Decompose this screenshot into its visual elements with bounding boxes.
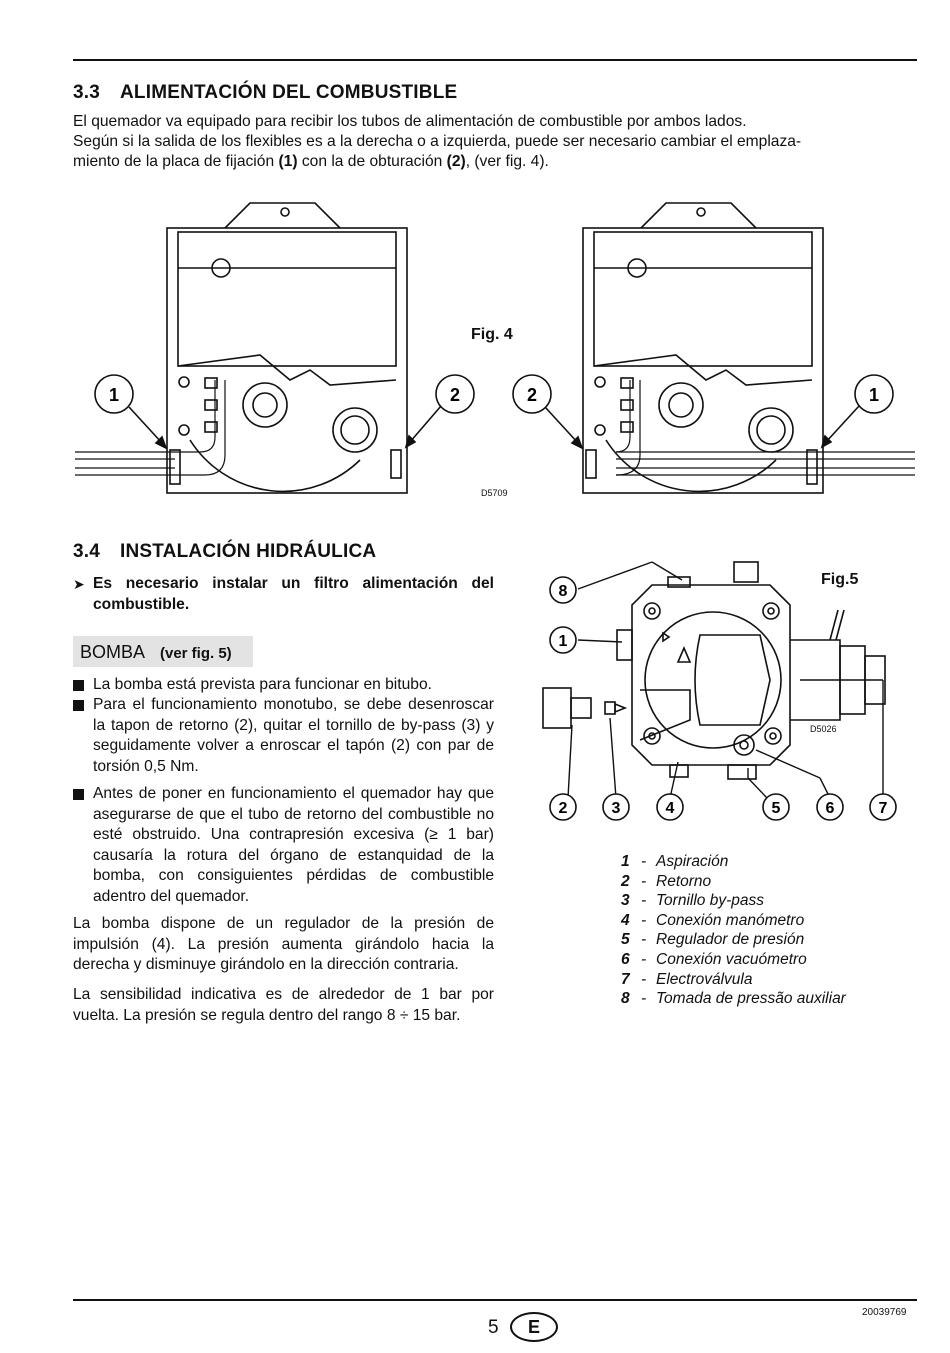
bullet-square-icon [73, 789, 84, 800]
fig4-label: Fig. 4 [471, 326, 513, 343]
fig4-callout: 2 [450, 385, 460, 405]
section-number: 3.3 [73, 82, 101, 103]
bomba-box: BOMBA (ver fig. 5) [73, 636, 253, 667]
fig5-callout: 6 [826, 800, 835, 817]
section-3-3-body: El quemador va equipado para recibir los… [73, 112, 917, 172]
section-3-3-heading: 3.3 ALIMENTACIÓN DEL COMBUSTIBLE [73, 82, 457, 104]
section-title: ALIMENTACIÓN DEL COMBUSTIBLE [120, 82, 458, 103]
top-rule [73, 59, 917, 61]
bomba-ref: (ver fig. 5) [160, 645, 232, 662]
note-text: Es necesario instalar un filtro alimenta… [93, 575, 494, 613]
hoses [75, 380, 915, 476]
bottom-rule [73, 1299, 917, 1301]
bullet-square-icon [73, 700, 84, 711]
paragraph: La sensibilidad indicativa es de alreded… [73, 986, 494, 1024]
doc-code: 20039769 [862, 1307, 907, 1318]
fig5-callout: 2 [559, 800, 568, 817]
page-number: 5 [488, 1317, 499, 1338]
language-badge: E [510, 1312, 558, 1342]
bullet-text: Antes de poner en funcionamiento el quem… [93, 785, 494, 905]
body-line: miento de la placa de fijación (1) con l… [73, 153, 549, 170]
fig5-code: D5026 [810, 724, 837, 734]
burner-right [582, 202, 824, 494]
fig5-callout: 7 [879, 800, 888, 817]
body-line: El quemador va equipado para recibir los… [73, 113, 747, 130]
fig5-label: Fig.5 [821, 571, 859, 588]
body-line: Según si la salida de los flexibles es a… [73, 133, 802, 150]
bullet-text: La bomba está prevista para funcionar en… [93, 676, 432, 693]
fig5-callout: 1 [559, 633, 568, 650]
fig4-code: D5709 [481, 488, 508, 498]
bullet-square-icon [73, 680, 84, 691]
bomba-title: BOMBA [80, 642, 146, 662]
fig4-callout: 1 [869, 385, 879, 405]
fig5-callout: 5 [772, 800, 781, 817]
paragraph: La bomba dispone de un regulador de la p… [73, 915, 494, 973]
section-number: 3.4 [73, 541, 101, 562]
bullet-text: Para el funcionamiento monotubo, se debe… [93, 696, 494, 775]
fig5-callout: 3 [612, 800, 621, 817]
fig4-callout: 1 [109, 385, 119, 405]
fig5-callout: 8 [559, 583, 568, 600]
fig5-callout: 4 [666, 800, 675, 817]
fig4-callout: 2 [527, 385, 537, 405]
section-3-4-heading: 3.4 INSTALACIÓN HIDRÁULICA [73, 541, 376, 563]
section-title: INSTALACIÓN HIDRÁULICA [120, 541, 377, 562]
arrow-icon: ➤ [73, 576, 85, 592]
burner-left [166, 202, 408, 494]
